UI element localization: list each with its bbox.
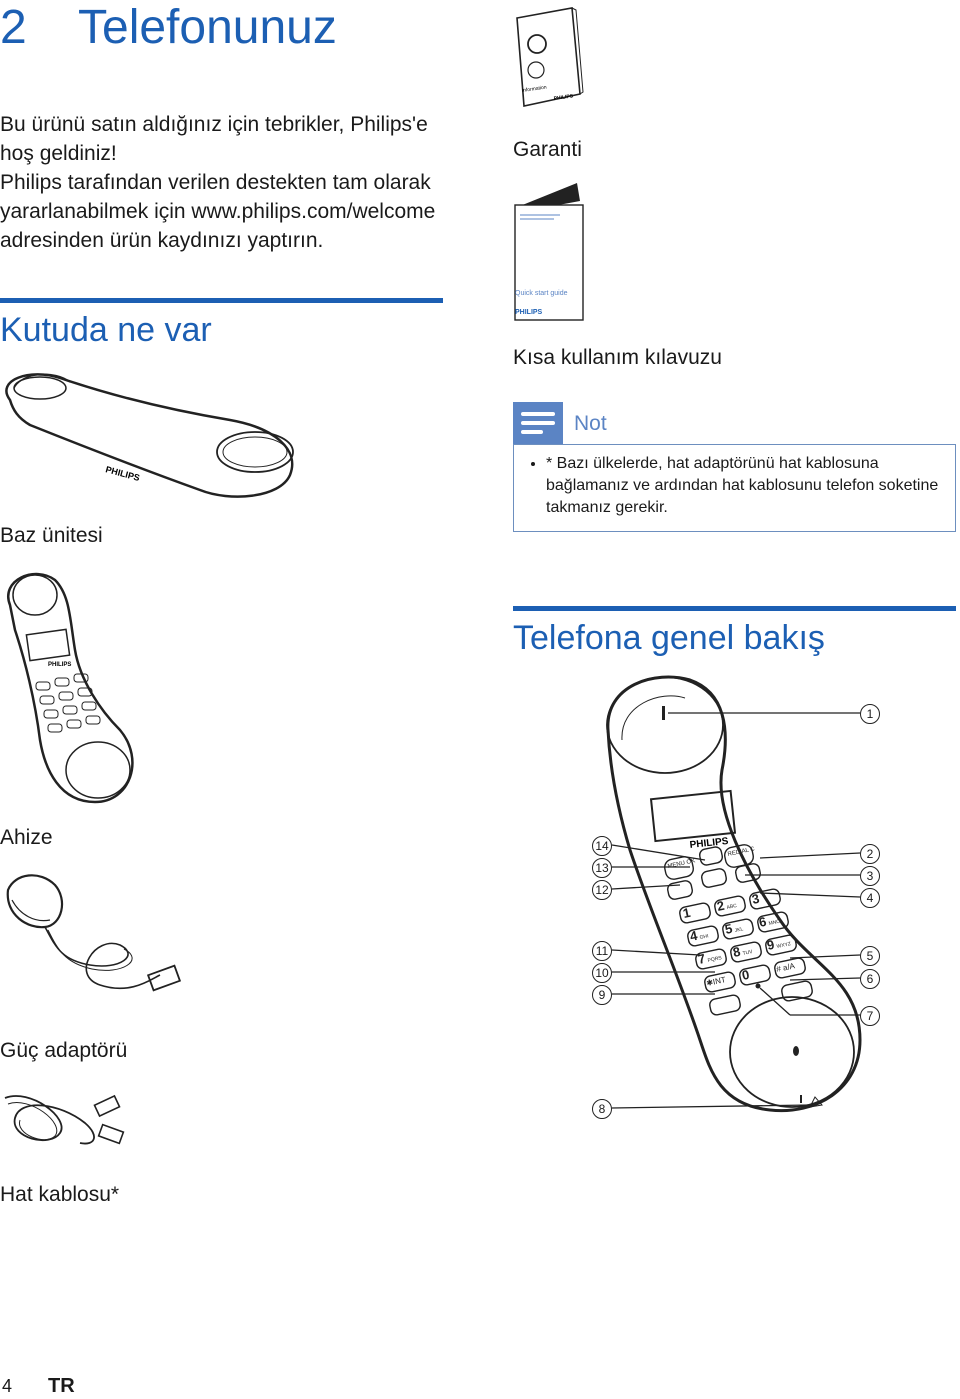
section-title-box-contents: Kutuda ne var [0,311,212,349]
key-6-label: 6 [758,914,768,930]
key-2-letters: ABC [726,903,738,911]
key-7-letters: PQRS [707,955,723,964]
key-9-label: 9 [766,937,776,953]
power-adapter-illustration [6,874,182,992]
label-power-adapter: Güç adaptörü [0,1039,128,1062]
page-number: 4 [2,1376,13,1396]
label-quick-guide: Kısa kullanım kılavuzu [513,346,722,369]
note-title: Not [574,412,607,435]
section-rule [0,298,443,303]
callout-7: 7 [860,1006,880,1026]
key-8-label: 8 [732,944,742,960]
key-8-letters: TUV [742,949,754,957]
language-code: TR [48,1375,75,1397]
key-5-label: 5 [724,921,734,937]
key-hash-label: # a/A [776,961,797,974]
page-title: Telefonunuz [78,1,337,54]
booklet-brand-text: PHILIPS [553,93,574,102]
booklet-info-text: Information [521,85,547,94]
callout-5: 5 [860,946,880,966]
key-6-letters: MNO [768,919,781,927]
key-9-letters: WXYZ [776,941,791,950]
key-star-label: ✱INT [706,975,727,988]
chapter-number: 2 [0,1,27,54]
key-0-label: 0 [741,967,751,983]
callout-6: 6 [860,969,880,989]
callout-3: 3 [860,866,880,886]
callout-1: 1 [860,704,880,724]
section-title-overview: Telefona genel bakış [513,619,825,657]
key-7-label: 7 [697,951,707,967]
callout-13: 13 [592,858,612,878]
key-3-label: 3 [751,891,761,907]
handset-small-brand-text: PHILIPS [48,662,71,668]
key-4-label: 4 [689,928,700,944]
guide-brand-text: PHILIPS [515,309,543,316]
label-handset: Ahize [0,826,53,849]
callout-11: 11 [592,941,612,961]
callout-2: 2 [860,844,880,864]
callout-9: 9 [592,985,612,1005]
key-menu-label: MENU OK [667,858,696,870]
section-rule-overview [513,606,956,611]
guide-cover-text: Quick start guide [515,290,568,297]
note-item: * Bazı ülkelerde, hat adaptörünü hat kab… [546,453,949,519]
key-2-label: 2 [716,898,726,914]
callout-12: 12 [592,880,612,900]
handset-small-illustration: PHILIPS [7,572,134,804]
base-unit-illustration: PHILIPS [5,373,294,498]
note-box: * Bazı ülkelerde, hat adaptörünü hat kab… [513,444,956,532]
key-redial-label: REDIAL C [727,846,756,858]
key-1-label: 1 [682,905,692,921]
label-base-unit: Baz ünitesi [0,524,103,547]
handset-overview-illustration: PHILIPS MENU OK REDIAL C 1 2 ABC 3 4 GHI… [606,675,862,1113]
callout-14: 14 [592,836,612,856]
callout-4: 4 [860,888,880,908]
label-warranty: Garanti [513,138,582,161]
handset-brand-text: PHILIPS [689,836,729,851]
quick-guide-illustration: Quick start guide PHILIPS [514,183,584,321]
callout-10: 10 [592,963,612,983]
note-icon [513,402,563,444]
intro-paragraph-1: Bu ürünü satın aldığınız için tebrikler,… [0,113,428,165]
intro-paragraph-2: Philips tarafından verilen destekten tam… [0,171,436,252]
label-line-cord: Hat kablosu* [0,1183,120,1206]
callout-8: 8 [592,1099,612,1119]
key-5-letters: JKL [734,926,744,934]
line-cord-illustration [4,1094,125,1145]
warranty-booklet-illustration: Information PHILIPS [516,7,584,107]
key-4-letters: GHI [699,933,709,941]
